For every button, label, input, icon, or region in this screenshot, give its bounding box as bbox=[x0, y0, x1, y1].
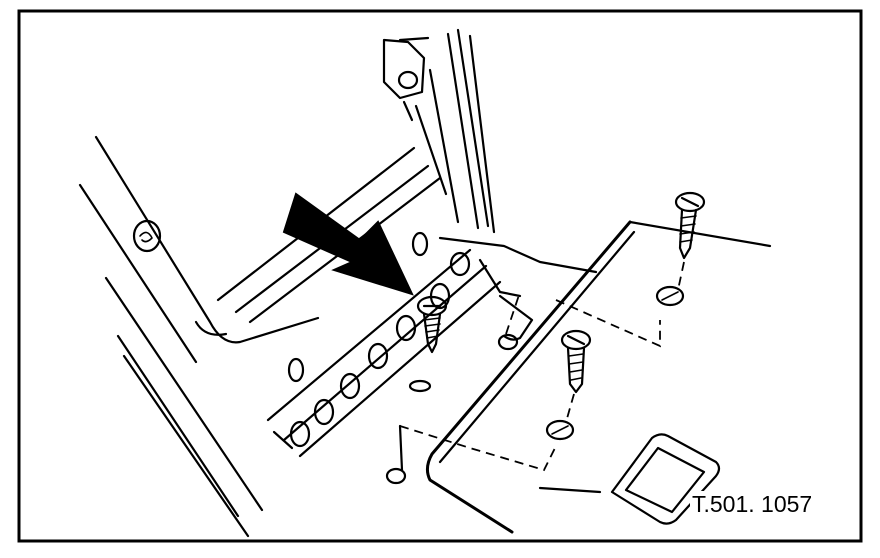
screw-icon bbox=[655, 191, 706, 307]
arrow-pointer-icon bbox=[282, 192, 414, 296]
mount-hole-icon bbox=[497, 333, 519, 351]
boss-icon bbox=[132, 219, 162, 253]
mount-hole-icon bbox=[385, 467, 407, 485]
mount-hole-icon bbox=[545, 419, 575, 441]
slot-hole-icon bbox=[287, 357, 305, 383]
screw-icon bbox=[416, 295, 448, 354]
screw-icon bbox=[545, 329, 592, 441]
slot-hole-icon bbox=[408, 379, 432, 393]
slot-hole-icon bbox=[411, 231, 429, 257]
base-plate bbox=[385, 220, 772, 534]
left-panel bbox=[78, 135, 320, 538]
vent-grille bbox=[610, 433, 721, 525]
reference-code: T.501. 1057 bbox=[690, 491, 815, 518]
mount-hole-icon bbox=[655, 285, 685, 307]
hinge-assembly bbox=[266, 231, 598, 458]
